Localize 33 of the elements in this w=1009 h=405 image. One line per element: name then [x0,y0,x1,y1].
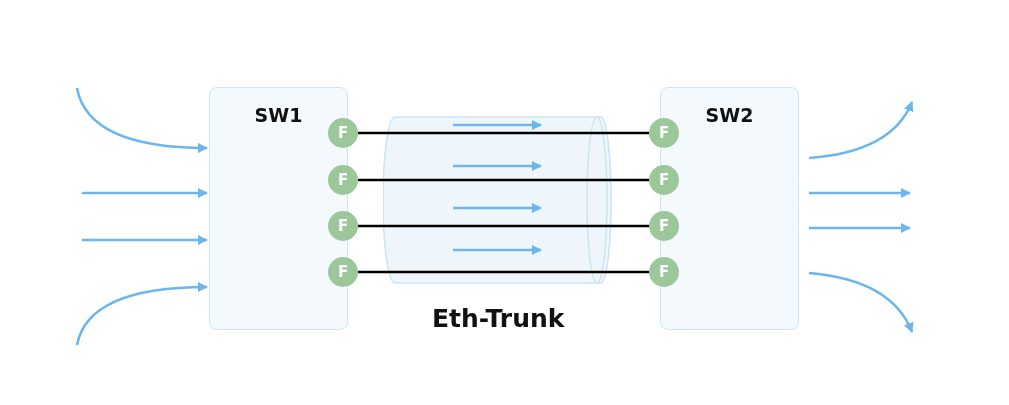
trunk-label: Eth-Trunk [432,303,565,333]
port-label: F [337,263,349,281]
port-label: F [658,217,670,235]
switch-label: SW2 [704,104,755,126]
flow-arrow [75,87,208,153]
port-circle [649,118,679,148]
link-line [358,178,649,182]
flow-arrow [82,235,208,245]
flow-arrow [808,101,914,160]
port-circle [649,165,679,195]
port-label: F [337,124,349,142]
flow-arrow [75,282,208,346]
port-circle [649,257,679,287]
link-line [358,270,649,274]
port-circle [328,118,358,148]
port-circle [328,165,358,195]
port-label: F [658,171,670,189]
port-label: F [658,124,670,142]
link-line [358,131,649,135]
flow-arrow [809,223,911,233]
flow-arrow [82,188,208,198]
link-line [358,224,649,228]
port-label: F [337,217,349,235]
switch-box [209,87,348,330]
port-label: F [337,171,349,189]
flow-arrow [808,271,914,333]
port-circle [328,257,358,287]
port-circle [328,211,358,241]
port-label: F [658,263,670,281]
flow-arrow [809,188,911,198]
switch-label: SW1 [253,104,304,126]
switch-box [660,87,799,330]
port-circle [649,211,679,241]
